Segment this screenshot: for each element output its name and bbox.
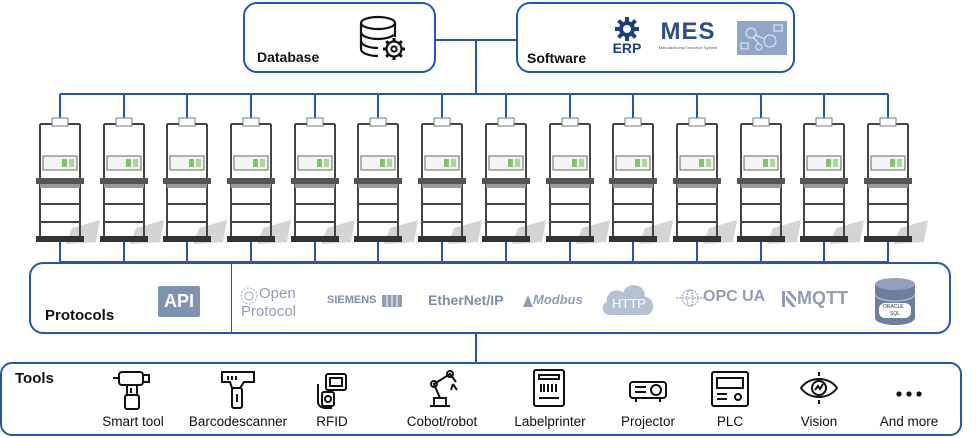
protocol-text: Protocol <box>241 303 297 320</box>
assembly-workstation-icon <box>737 117 801 244</box>
mes-text: MES <box>660 18 716 45</box>
assembly-workstation-icon <box>100 117 164 244</box>
protocols-label: Protocols <box>45 307 115 324</box>
gear-icon <box>615 17 639 41</box>
api-logo: API <box>158 286 200 317</box>
assembly-workstation-icon <box>163 117 227 244</box>
modbus-text: Modbus <box>533 292 583 307</box>
http-logo: HTTP <box>600 277 658 319</box>
database-box: Database <box>243 2 436 73</box>
protocols-divider <box>231 264 232 332</box>
tool-cobot-robot: Cobot/robot <box>387 366 497 429</box>
assembly-workstation-icon <box>354 117 418 244</box>
more-dots-icon <box>896 391 922 397</box>
siemens-logo: SIEMENS <box>327 294 407 310</box>
software-box: Software ERP MES Manufacturing Execution… <box>516 2 795 73</box>
barcode-scanner-icon <box>221 371 255 409</box>
tool-label: RFID <box>316 414 348 429</box>
assembly-workstation-icon <box>609 117 673 244</box>
tool-rfid: RFID <box>277 366 387 429</box>
database-label: Database <box>257 49 320 65</box>
tool-projector: Projector <box>593 366 703 429</box>
label-printer-icon <box>533 369 565 407</box>
modbus-icon <box>523 295 533 307</box>
tool-label: Labelprinter <box>514 414 586 429</box>
assembly-workstation-icon <box>36 117 100 244</box>
tool-label: Cobot/robot <box>406 414 478 429</box>
software-label: Software <box>527 50 587 66</box>
smart-tool-icon <box>113 371 150 410</box>
opc-ua-logo: OPC UA <box>676 288 776 310</box>
assembly-workstation-icon <box>673 117 737 244</box>
tool-plc: PLC <box>675 366 785 429</box>
modbus-logo: Modbus <box>523 292 599 310</box>
assembly-workstation-icon <box>291 117 355 244</box>
tool-label: Barcodescanner <box>188 414 288 429</box>
mqtt-logo: MQTT <box>782 288 866 310</box>
tool-and-more: And more <box>854 366 964 429</box>
workstation-row <box>0 112 980 252</box>
assembly-workstation-icon <box>546 117 610 244</box>
tool-label: Vision <box>800 414 838 429</box>
siemens-text: SIEMENS <box>327 294 377 306</box>
api-text: API <box>163 291 194 311</box>
tool-label: And more <box>879 414 939 429</box>
erp-logo: ERP <box>611 16 643 62</box>
tools-box: Tools Smart tool Barcodescanner <box>0 362 962 436</box>
database-gear-icon <box>359 15 405 60</box>
open-protocol-logo: Open Protocol <box>239 284 317 324</box>
assembly-workstation-icon <box>864 117 928 244</box>
tool-labelprinter: Labelprinter <box>495 366 605 429</box>
tools-label: Tools <box>15 370 54 387</box>
ethernet-ip-logo: EtherNet/IP <box>428 292 504 308</box>
cloud-icon <box>602 285 654 315</box>
tool-vision: Vision <box>764 366 874 429</box>
tool-label: Smart tool <box>102 414 164 429</box>
tool-label: PLC <box>716 414 744 429</box>
tool-barcodescanner: Barcodescanner <box>183 366 293 429</box>
mqtt-text: MQTT <box>797 288 848 308</box>
assembly-workstation-icon <box>418 117 482 244</box>
opc-globe-icon <box>676 289 704 307</box>
projector-icon <box>629 381 667 402</box>
erp-text: ERP <box>612 40 642 56</box>
assembly-workstation-icon <box>482 117 546 244</box>
network-graphic-logo <box>737 21 787 55</box>
mqtt-icon <box>782 291 796 307</box>
mes-subtext: Manufacturing Execution System <box>658 45 718 50</box>
plc-icon <box>711 371 749 407</box>
vision-eye-icon <box>799 372 839 404</box>
sql-text: SQL <box>890 311 901 317</box>
siemens-mark-icon <box>382 295 402 307</box>
assembly-workstation-icon <box>800 117 864 244</box>
robot-arm-icon <box>430 370 458 407</box>
tool-label: Projector <box>620 414 676 429</box>
oracle-sql-logo: ORACLE SQL <box>873 276 917 326</box>
oracle-text: ORACLE <box>883 304 904 310</box>
protocols-box: Protocols API Open Protocol SIEMENS Ethe… <box>29 262 951 334</box>
http-text: HTTP <box>612 296 646 311</box>
opc-ua-text: OPC UA <box>703 288 766 305</box>
tool-smart-tool: Smart tool <box>78 366 188 429</box>
assembly-workstation-icon <box>227 117 291 244</box>
mes-logo: MES Manufacturing Execution System <box>654 18 722 58</box>
rfid-icon <box>317 373 347 409</box>
oracle-db-icon <box>874 278 916 325</box>
open-text: Open <box>259 285 296 302</box>
open-protocol-icon <box>240 287 258 305</box>
